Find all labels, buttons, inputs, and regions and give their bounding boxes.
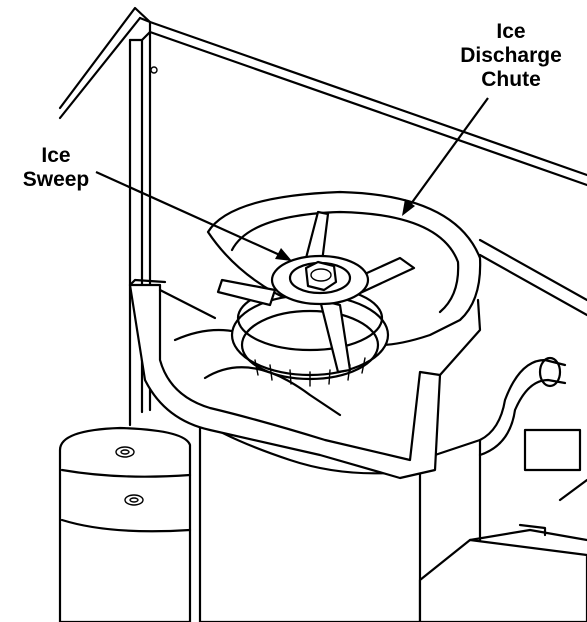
- ice-sweep-label-line-1: Ice: [41, 144, 71, 167]
- ice-sweep-label-line-2: Sweep: [22, 168, 90, 191]
- chute-label-line-2: Discharge: [460, 44, 562, 67]
- ice-sweep: [216, 210, 416, 387]
- cabinet-frame: [58, 6, 587, 502]
- leader-arrow-chute: [402, 97, 489, 216]
- chute-label-line-1: Ice: [496, 20, 526, 43]
- storage-bin: [58, 426, 192, 622]
- ice-sweep-label: Ice Sweep: [6, 144, 106, 192]
- leader-arrow-ice-sweep: [95, 170, 292, 261]
- motor-block: [418, 523, 587, 622]
- chute-label-line-3: Chute: [481, 68, 541, 91]
- ice-discharge-chute-label: Ice Discharge Chute: [446, 20, 576, 92]
- pipe: [478, 356, 582, 472]
